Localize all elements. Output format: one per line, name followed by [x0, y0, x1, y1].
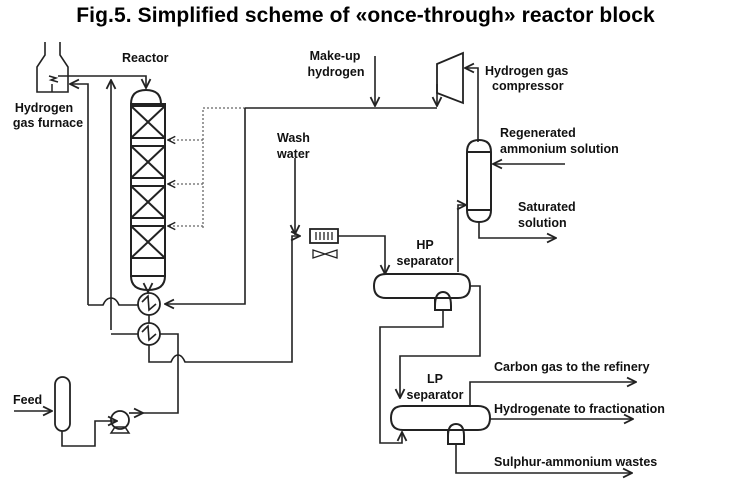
regen-label-1: Regenerated	[500, 126, 576, 140]
recycle-hydrogen-line	[165, 108, 246, 304]
wash-label-2: water	[277, 147, 310, 161]
saturated-label-1: Saturated	[518, 200, 576, 214]
regen-label-2: ammonium solution	[500, 142, 619, 156]
heat-exchanger-2	[137, 322, 161, 346]
feed-pump	[109, 411, 143, 434]
hydrogen-gas-furnace	[36, 42, 69, 93]
sulphur-label: Sulphur-ammonium wastes	[494, 455, 658, 469]
hp-separator	[372, 273, 472, 311]
carbon-gas-line	[469, 382, 636, 406]
hp-label-2: separator	[396, 254, 454, 268]
lp-label-1: LP	[427, 372, 443, 386]
hydrogen-compressor	[436, 51, 464, 105]
compressor-label-1: Hydrogen gas	[485, 64, 569, 78]
sulphur-line	[455, 444, 632, 473]
wash-label-1: Wash	[277, 131, 310, 145]
return-line-furnace	[70, 84, 89, 305]
valve-icon	[312, 249, 338, 259]
heat-exchanger-1	[137, 292, 161, 316]
lp-separator	[389, 405, 492, 445]
reactor-column	[129, 88, 166, 292]
reactor-label: Reactor	[122, 51, 169, 65]
hp-gas-to-absorber	[458, 205, 466, 272]
quench-lines	[168, 107, 245, 228]
saturated-label-2: solution	[518, 216, 567, 230]
feed-label: Feed	[13, 393, 43, 407]
saturated-solution-line	[478, 222, 556, 238]
furnace-label-2: gas furnace	[12, 116, 84, 130]
absorber-column	[466, 138, 492, 224]
carbon-gas-label: Carbon gas to the refinery	[494, 360, 650, 374]
feed-line-upper	[142, 333, 179, 414]
furnace-to-reactor-line	[58, 75, 146, 88]
hp-label-1: HP	[416, 238, 434, 252]
furnace-label-1: Hydrogen	[14, 101, 74, 115]
compressor-label-2: compressor	[492, 79, 564, 93]
figure-title: Fig.5. Simplified scheme of «once-throug…	[76, 4, 655, 27]
makeup-label-2: hydrogen	[307, 65, 365, 79]
lp-label-2: separator	[406, 388, 464, 402]
feed-drum	[54, 376, 71, 432]
hydrogenate-label: Hydrogenate to fractionation	[494, 402, 665, 416]
makeup-label-1: Make-up	[309, 49, 361, 63]
